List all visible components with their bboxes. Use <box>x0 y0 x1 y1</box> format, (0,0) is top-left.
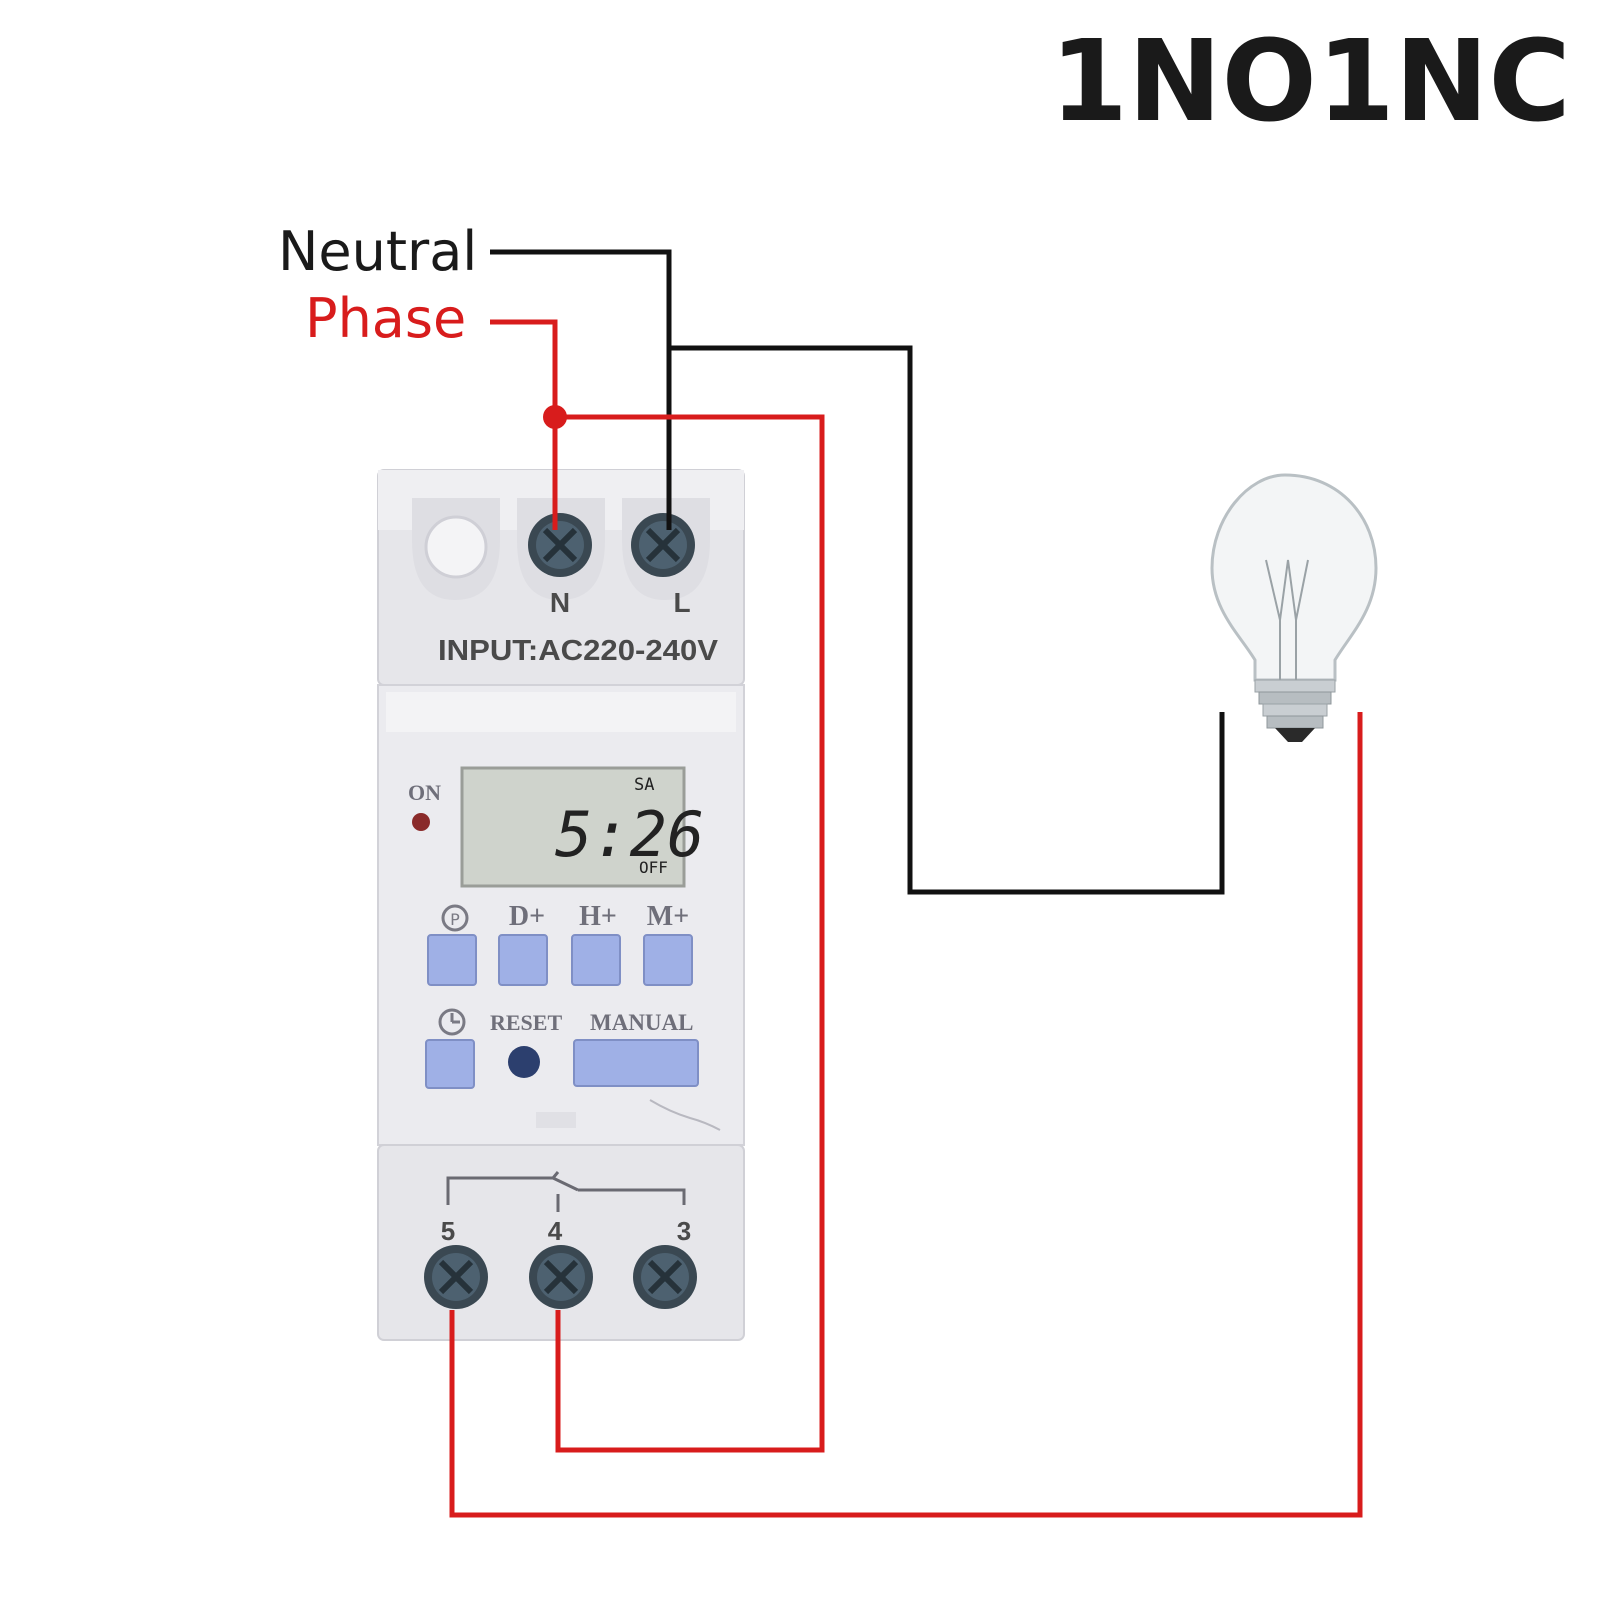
lcd-state: OFF <box>639 858 668 877</box>
screw-terminal-5 <box>424 1245 488 1309</box>
load-wire-terminal-5-to-lamp <box>449 712 1363 1518</box>
terminal-label-4: 4 <box>548 1216 563 1246</box>
cover-hinge <box>386 692 736 732</box>
on-led <box>412 813 430 831</box>
terminal-label-n: N <box>550 587 570 618</box>
light-bulb-icon <box>1210 473 1378 742</box>
screw-terminal-n <box>528 513 592 577</box>
timer-switch-device: N L INPUT:AC220-240V ON SA 5:26 OFF P D+… <box>377 469 745 1341</box>
hand-icon <box>649 1099 721 1131</box>
neutral-wire-to-l <box>490 249 672 530</box>
screw-terminal-l <box>631 513 695 577</box>
reset-label: RESET <box>490 1010 562 1035</box>
manual-label: MANUAL <box>590 1010 694 1035</box>
diagram-title: 1NO1NC <box>1050 17 1571 147</box>
lcd-screen <box>460 766 686 888</box>
lcd-time: 5:26 <box>555 798 704 871</box>
blank-plug <box>424 515 488 579</box>
reset-button[interactable] <box>508 1046 540 1078</box>
latch <box>536 1112 576 1128</box>
lcd-day: SA <box>634 775 654 795</box>
phase-junction-dot <box>543 405 567 429</box>
screw-terminal-4 <box>529 1245 593 1309</box>
program-button[interactable] <box>427 934 477 986</box>
phase-wire-to-n <box>490 319 558 530</box>
terminal-label-5: 5 <box>441 1216 455 1246</box>
input-rating-label: INPUT:AC220-240V <box>438 635 719 667</box>
d-plus-label: D+ <box>509 901 545 932</box>
neutral-wire-to-lamp <box>669 345 1225 895</box>
manual-button[interactable] <box>573 1039 699 1087</box>
phase-wire-to-terminal-4 <box>555 414 825 1453</box>
phase-label: Phase <box>305 287 466 350</box>
svg-text:P: P <box>450 910 460 929</box>
switch-symbol <box>446 1171 686 1205</box>
clock-icon <box>438 1008 466 1036</box>
hour-plus-button[interactable] <box>571 934 621 986</box>
terminal-label-l: L <box>673 587 690 618</box>
screw-terminal-3 <box>633 1245 697 1309</box>
clock-button[interactable] <box>425 1039 475 1089</box>
m-plus-label: M+ <box>647 901 689 932</box>
terminal-label-3: 3 <box>677 1216 691 1246</box>
neutral-label: Neutral <box>278 220 477 283</box>
day-plus-button[interactable] <box>498 934 548 986</box>
minute-plus-button[interactable] <box>643 934 693 986</box>
p-icon: P <box>441 904 469 932</box>
h-plus-label: H+ <box>579 901 617 932</box>
on-led-label: ON <box>408 780 441 805</box>
